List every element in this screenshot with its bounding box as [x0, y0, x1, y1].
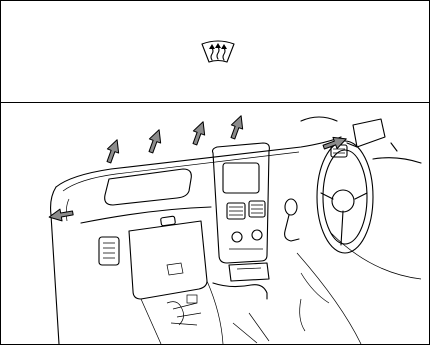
windshield-edge	[301, 117, 337, 121]
left-side-demist-arrow	[48, 207, 74, 223]
upper-tray	[105, 169, 192, 205]
windshield-defroster-icon	[199, 39, 237, 65]
glove-box	[129, 216, 207, 299]
dashboard-illustration	[1, 103, 429, 344]
center-console	[213, 143, 270, 281]
dash-lower-edge	[81, 207, 211, 223]
dash-top-edge	[56, 137, 341, 187]
defroster-airflow-arrows	[103, 114, 246, 165]
passenger-side-vent	[99, 237, 119, 265]
steering-wheel	[317, 141, 373, 253]
door-top	[373, 158, 421, 163]
console-floor	[213, 283, 267, 299]
dashboard-illustration-cell	[1, 103, 429, 344]
gear-shift	[285, 199, 299, 241]
symbol-cell	[1, 1, 429, 103]
wiring-harness	[167, 295, 201, 325]
